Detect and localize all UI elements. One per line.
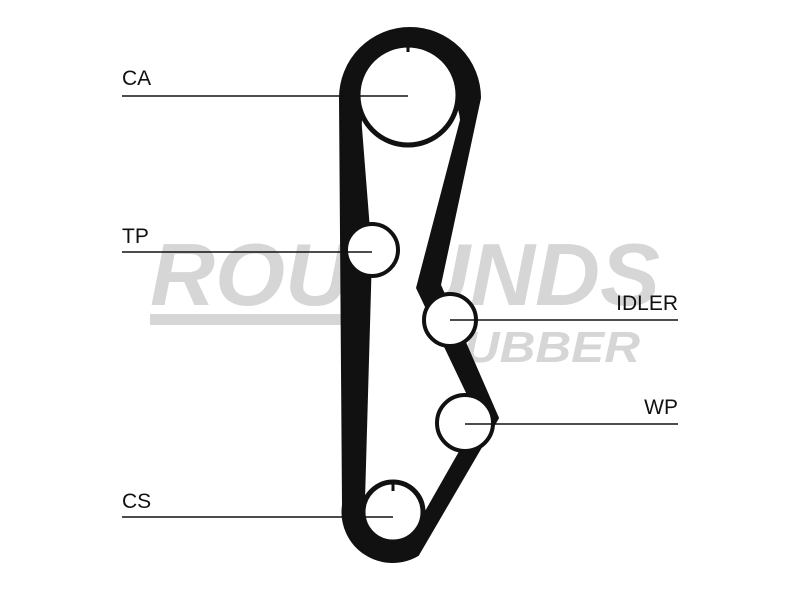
camshaft-pulley-face (355, 42, 461, 148)
watermark-underline (150, 314, 420, 325)
label-tp: TP (122, 225, 149, 248)
camshaft-pulley (355, 40, 461, 148)
label-wp: WP (644, 396, 678, 419)
label-cs: CS (122, 490, 151, 513)
tensioner-pulley (344, 222, 400, 278)
leader-lines (122, 95, 678, 518)
crankshaft-pulley (360, 479, 426, 545)
label-ca: CA (122, 67, 151, 90)
label-idler: IDLER (616, 292, 678, 315)
water-pump-pulley (435, 393, 495, 453)
